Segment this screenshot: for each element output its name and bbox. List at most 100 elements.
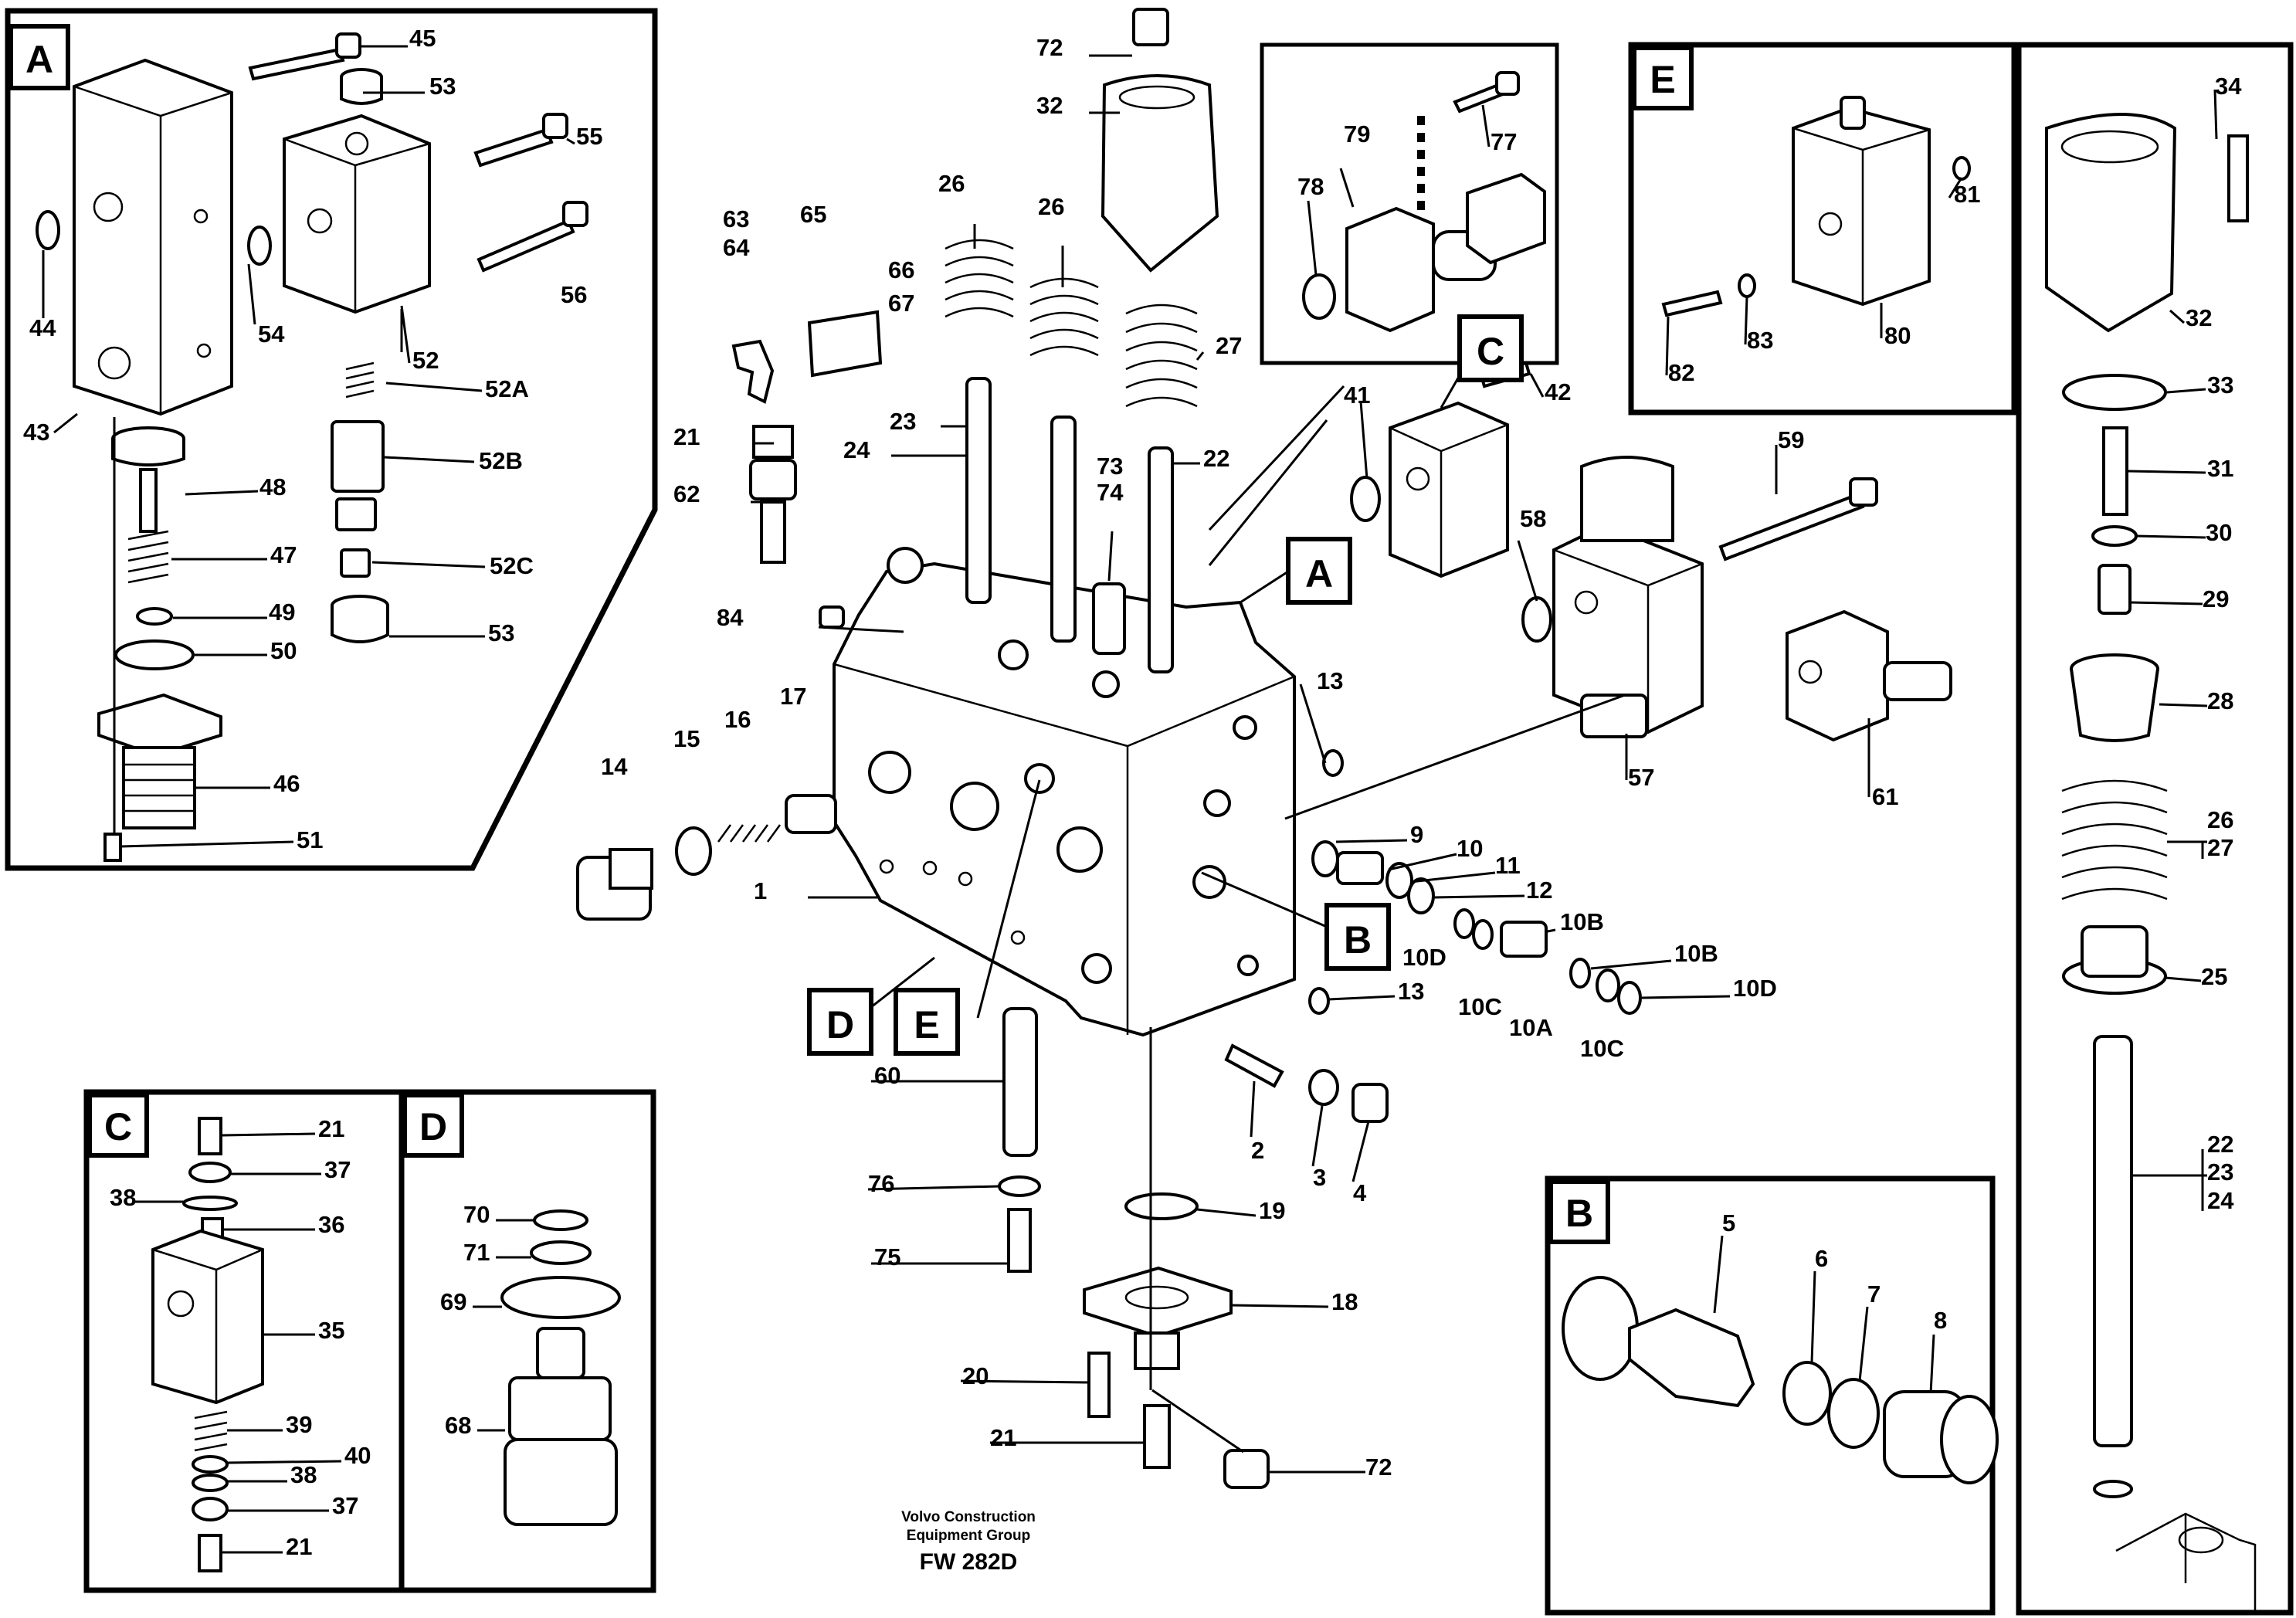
cartridge-68-mid xyxy=(508,1376,612,1441)
seal-13a xyxy=(1322,749,1344,777)
part-label-12: 12 xyxy=(1526,877,1552,904)
part-label-75: 75 xyxy=(874,1243,900,1270)
callout-e-text: E xyxy=(914,1003,939,1046)
part-label-37b: 37 xyxy=(332,1492,358,1519)
plug-53-top-body xyxy=(340,77,383,105)
part-label-80: 80 xyxy=(1884,322,1911,349)
flange-46-body xyxy=(122,746,196,829)
spring-27 xyxy=(1125,304,1198,408)
main-valve-assembly xyxy=(576,8,1952,1489)
valve-block-35-edges xyxy=(152,1248,263,1403)
detail-79-parts xyxy=(1302,71,1546,333)
sensor-62-tip xyxy=(760,500,786,564)
seal-44 xyxy=(36,210,60,250)
seal-10c-b xyxy=(1596,968,1620,1002)
part-label-17: 17 xyxy=(780,683,806,710)
part-label-25: 25 xyxy=(2201,963,2227,990)
part-label-26a: 26 xyxy=(938,170,965,197)
part-label-72a: 72 xyxy=(1036,34,1063,61)
part-label-8: 8 xyxy=(1934,1307,1947,1334)
seal-11 xyxy=(1385,862,1413,899)
part-label-36: 36 xyxy=(318,1211,344,1238)
solenoid-57-port xyxy=(1574,590,1599,615)
port-top-c xyxy=(1092,670,1120,698)
part-label-22a: 22 xyxy=(1203,445,1229,472)
valve-block-43 xyxy=(73,58,233,416)
oring-33 xyxy=(2062,374,2167,411)
hole-43b xyxy=(196,343,212,358)
part-label-33: 33 xyxy=(2207,371,2233,399)
part-label-68: 68 xyxy=(445,1412,471,1439)
screw-31 xyxy=(2102,426,2128,516)
ring-71 xyxy=(530,1240,592,1265)
part-label-70: 70 xyxy=(463,1201,490,1228)
sleeve-29 xyxy=(2098,564,2132,615)
bolt-59 xyxy=(1718,492,1865,561)
part-label-37a: 37 xyxy=(324,1156,351,1183)
flange-18-bore xyxy=(1124,1285,1189,1310)
seal-58 xyxy=(1521,596,1552,643)
bolt-55-head xyxy=(542,113,568,139)
callout-a xyxy=(1286,537,1352,605)
part-label-55: 55 xyxy=(576,123,602,150)
part-label-60: 60 xyxy=(874,1062,900,1089)
inset-b-parts xyxy=(1562,1276,1999,1484)
spool-24 xyxy=(965,377,992,604)
part-label-46: 46 xyxy=(273,770,300,797)
part-label-48: 48 xyxy=(259,473,286,500)
callout-c-text: C xyxy=(1477,330,1504,373)
part-label-78: 78 xyxy=(1297,173,1324,200)
screw-75 xyxy=(1007,1208,1032,1273)
part-label-41: 41 xyxy=(1344,382,1370,409)
caption-line-1: Volvo Construction xyxy=(901,1509,1036,1525)
part-label-32a: 32 xyxy=(1036,92,1063,119)
part-label-71: 71 xyxy=(463,1239,490,1266)
valve-block-61 xyxy=(1786,609,1889,742)
part-label-39: 39 xyxy=(286,1411,312,1438)
callout-b xyxy=(1324,903,1391,971)
bolt-59-head xyxy=(1849,477,1878,507)
fitting-72-top xyxy=(1132,8,1169,46)
cap-32-right xyxy=(2045,113,2177,333)
part-label-24a: 24 xyxy=(843,436,870,463)
spool-23 xyxy=(1050,416,1077,643)
part-label-84: 84 xyxy=(717,604,744,631)
ring-7 xyxy=(1827,1378,1880,1449)
seal-10d-a xyxy=(1453,908,1475,939)
seal-10c-a xyxy=(1472,919,1494,950)
callout-c-leader xyxy=(1440,375,1461,409)
seal-10b xyxy=(1569,958,1591,989)
part-label-82: 82 xyxy=(1668,359,1694,386)
valve-block-35-port xyxy=(167,1290,195,1318)
part-label-10A: 10A xyxy=(1509,1014,1553,1041)
part-label-61: 61 xyxy=(1872,783,1898,810)
sleeve-52b xyxy=(331,420,385,493)
flange-18-boss xyxy=(1134,1331,1180,1370)
part-label-54: 54 xyxy=(258,321,285,348)
part-label-43: 43 xyxy=(23,419,49,446)
washer-76 xyxy=(998,1175,1041,1197)
callout-b-text: B xyxy=(1344,918,1372,962)
screw-20 xyxy=(1087,1352,1111,1418)
ring-38-bottom xyxy=(192,1474,229,1492)
valve-block-c-port xyxy=(1406,466,1430,491)
inset-frames: A C D E B xyxy=(5,8,2294,1616)
leader-lines xyxy=(42,45,2218,1554)
inset-tag-c xyxy=(87,1093,149,1158)
part-label-6: 6 xyxy=(1815,1245,1828,1272)
seal-12 xyxy=(1407,877,1435,914)
valve-73-74 xyxy=(1092,582,1126,655)
part-label-2: 2 xyxy=(1251,1137,1264,1164)
fitting-21-c-bottom xyxy=(198,1534,222,1572)
port-1c xyxy=(1056,826,1103,873)
seal-10d-b xyxy=(1617,981,1642,1015)
part-label-16: 16 xyxy=(724,706,751,733)
part-label-20: 20 xyxy=(962,1362,989,1389)
part-label-21d: 21 xyxy=(286,1533,312,1560)
washer-81 xyxy=(1952,156,1971,181)
part-label-38a: 38 xyxy=(110,1184,136,1211)
flange-18 xyxy=(1083,1266,1233,1338)
plug-14-stem xyxy=(609,848,653,890)
spring-16 xyxy=(717,824,782,843)
part-label-10: 10 xyxy=(1457,835,1483,862)
